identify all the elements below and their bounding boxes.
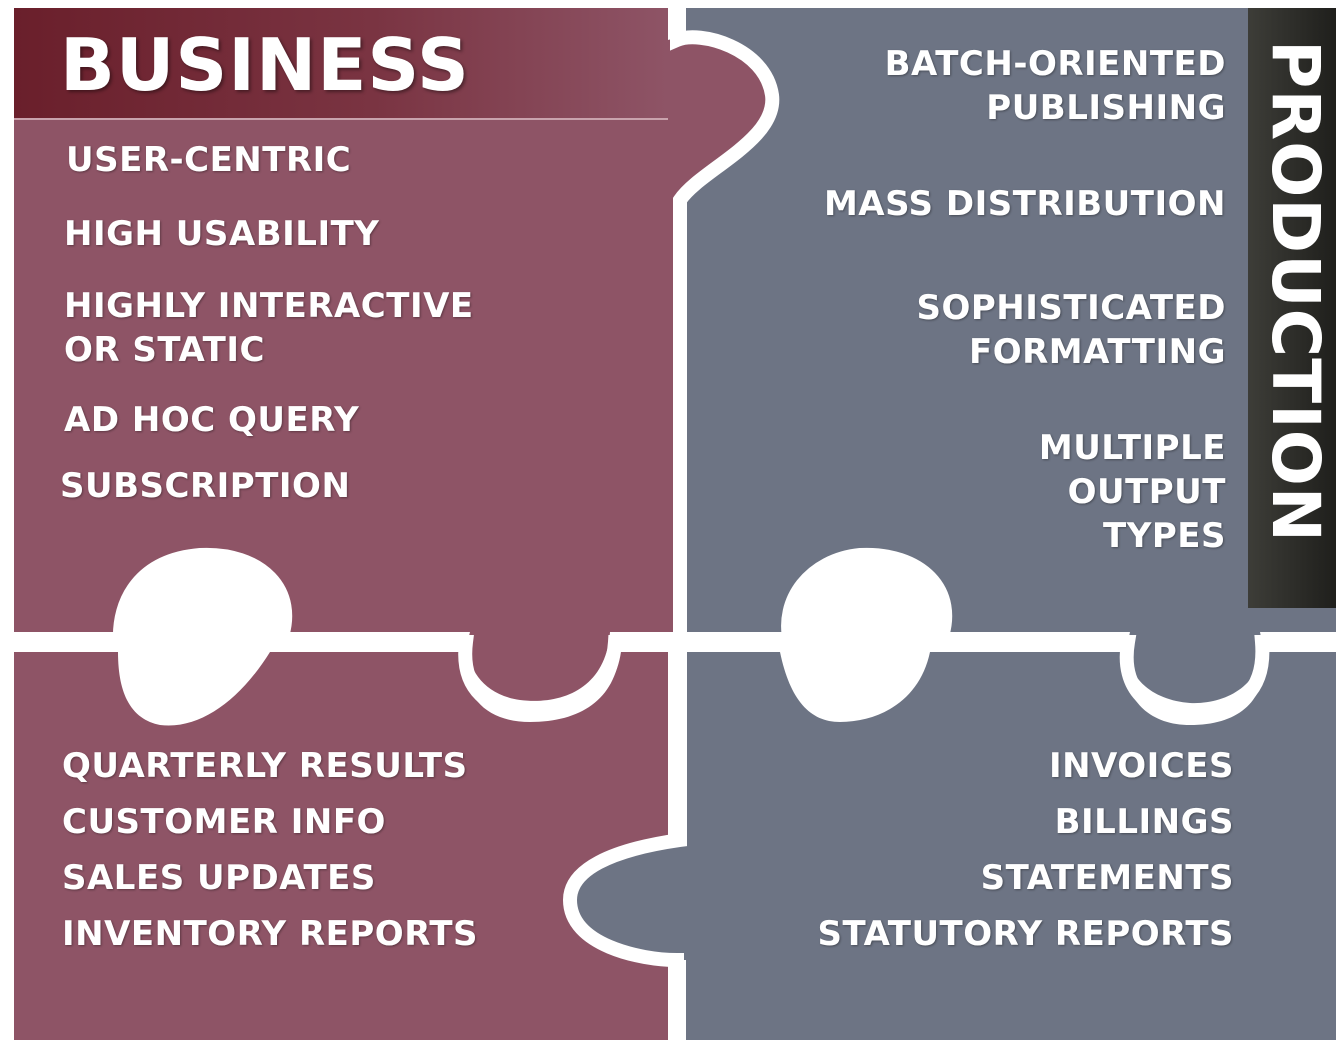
piece-business-bottom (14, 652, 668, 1040)
business-title-banner (14, 8, 668, 120)
production-trait-mass: MASS DISTRIBUTION (823, 184, 1226, 224)
piece-business-top (14, 8, 771, 701)
business-title-underline (14, 118, 668, 120)
business-example-customer: CUSTOMER INFO (62, 802, 386, 842)
piece-production-bottom (570, 652, 1336, 1040)
business-trait-high-usability: HIGH USABILITY (64, 214, 380, 254)
business-example-sales: SALES UPDATES (62, 858, 376, 898)
business-example-inventory: INVENTORY REPORTS (62, 914, 479, 954)
production-example-statutory: STATUTORY REPORTS (817, 914, 1234, 954)
production-title: PRODUCTION (1257, 40, 1334, 544)
production-trait-output: MULTIPLE OUTPUT TYPES (1038, 428, 1226, 556)
business-trait-ad-hoc: AD HOC QUERY (64, 400, 360, 440)
business-trait-user-centric: USER-CENTRIC (66, 140, 352, 180)
business-trait-interactive: HIGHLY INTERACTIVE OR STATIC (64, 286, 474, 370)
seam-vertical (562, 0, 780, 1051)
production-example-statements: STATEMENTS (980, 858, 1234, 898)
seam-horizontal (14, 547, 1336, 722)
business-title: BUSINESS (60, 23, 470, 107)
piece-production-top (686, 8, 1336, 704)
business-example-quarterly: QUARTERLY RESULTS (62, 746, 468, 786)
business-trait-subscription: SUBSCRIPTION (60, 466, 351, 506)
production-trait-batch: BATCH-ORIENTED PUBLISHING (884, 44, 1226, 128)
production-example-invoices: INVOICES (1048, 746, 1234, 786)
production-example-billings: BILLINGS (1054, 802, 1234, 842)
production-title-bar (1248, 8, 1336, 608)
production-trait-formatting: SOPHISTICATED FORMATTING (916, 288, 1226, 372)
